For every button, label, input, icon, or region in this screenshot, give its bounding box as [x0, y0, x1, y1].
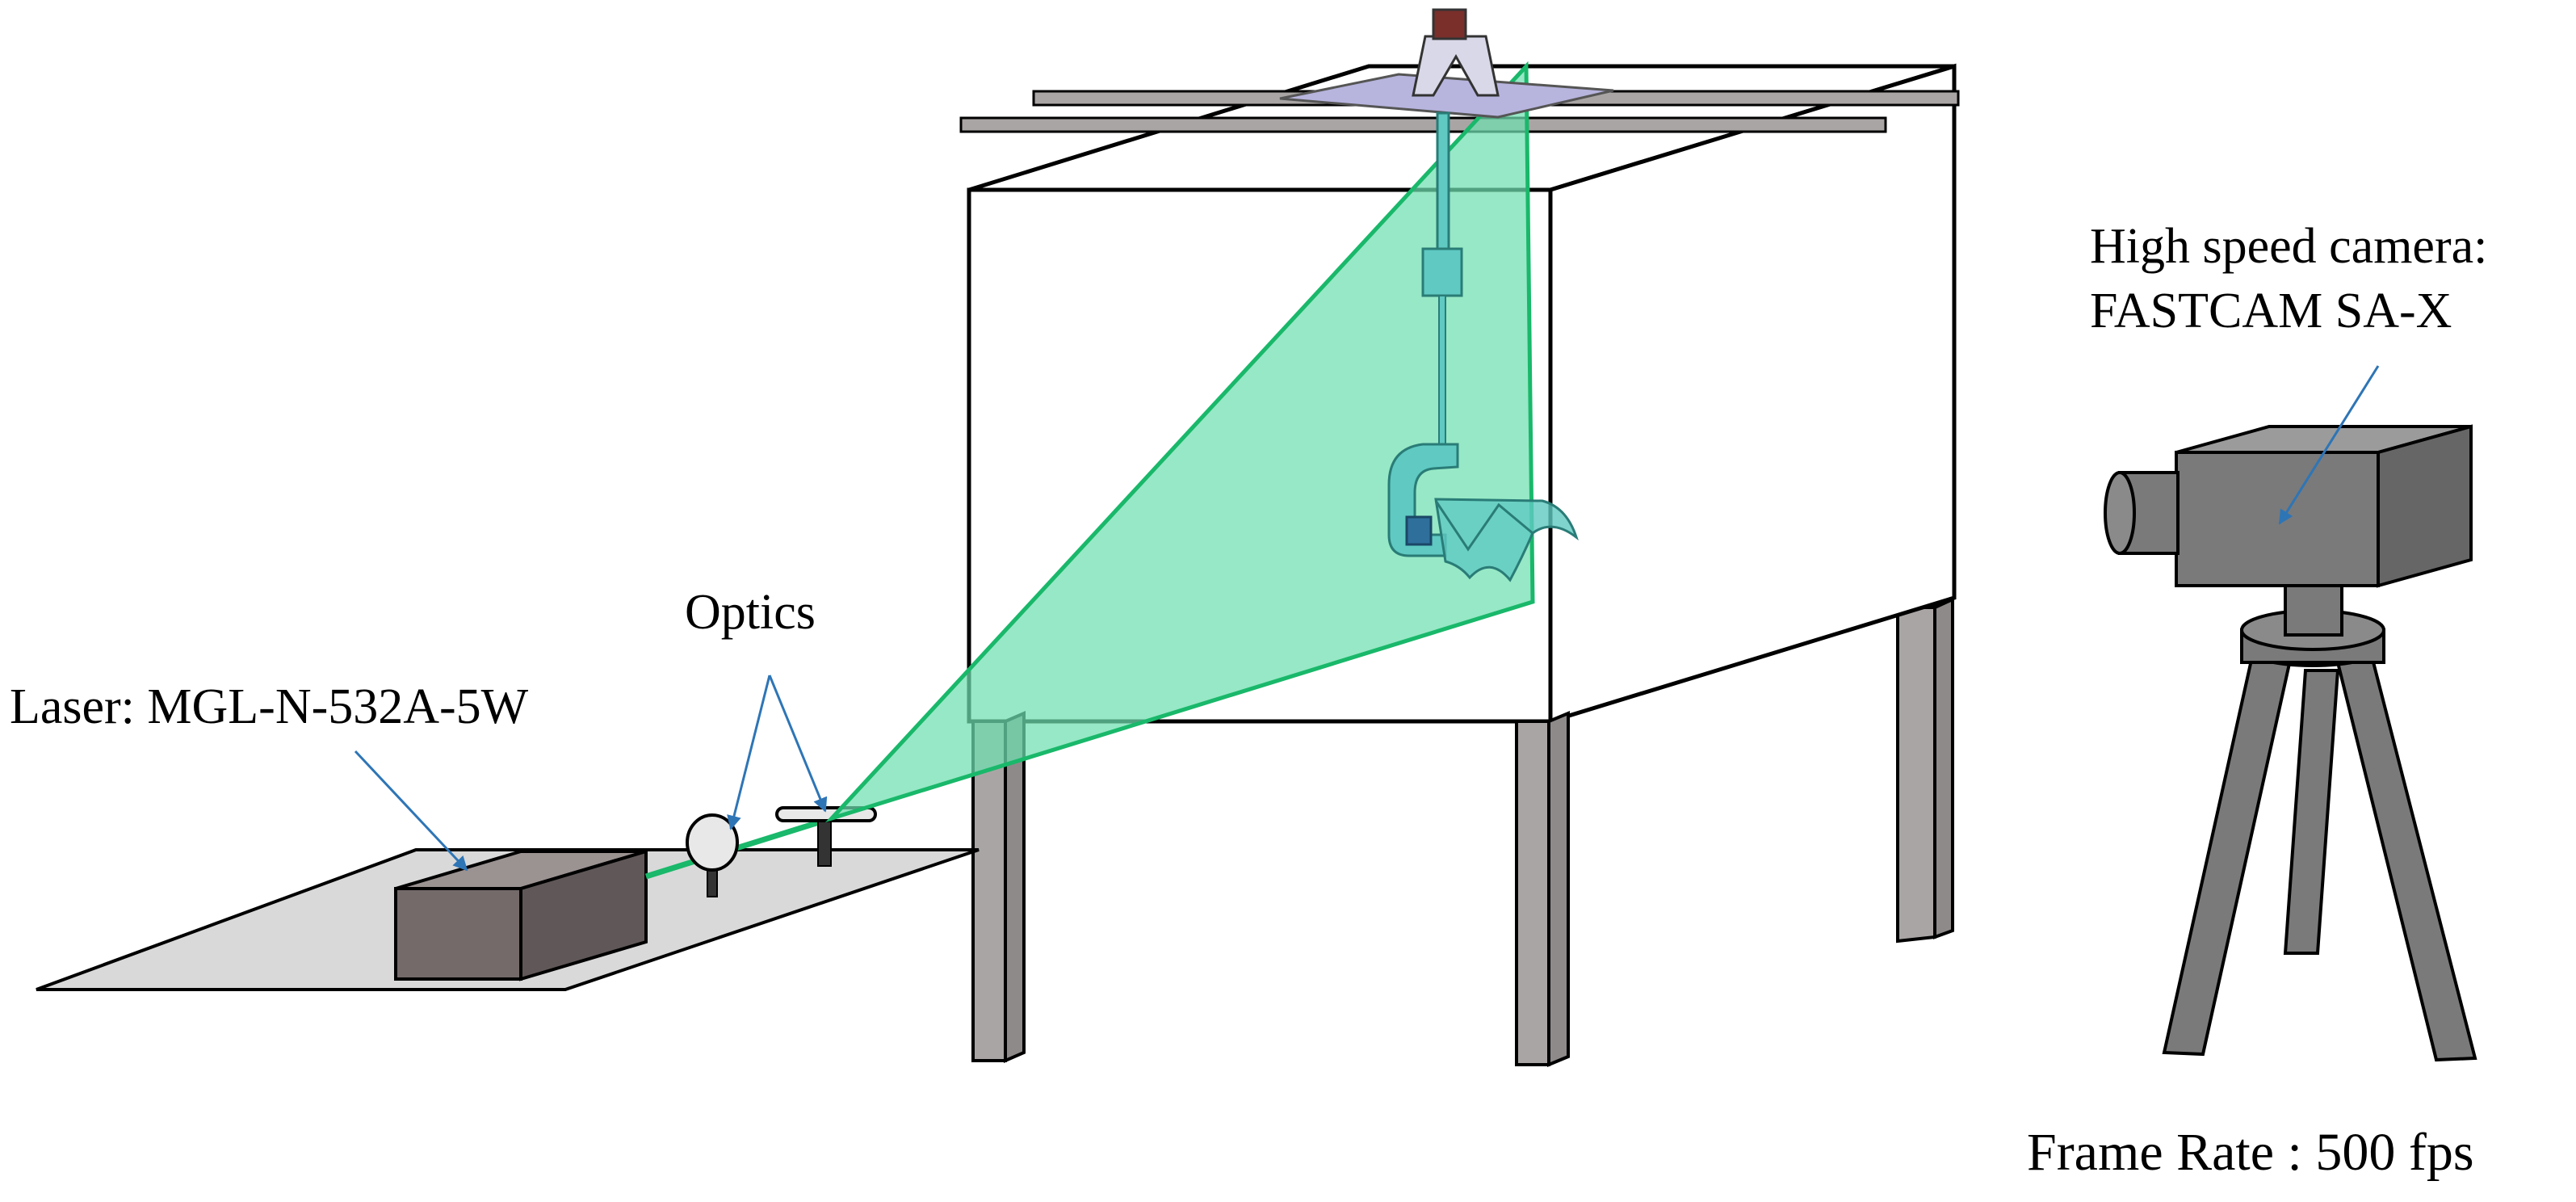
mount-plate [1279, 73, 1614, 119]
frame-rate-label: Frame Rate : 500 fps [2027, 1123, 2474, 1182]
optical-bench [36, 806, 980, 991]
camera-label-line1: High speed camera: [2090, 219, 2487, 274]
sting-rod [1436, 111, 1450, 256]
optics-label: Optics [685, 585, 816, 640]
load-cell [1421, 247, 1463, 297]
optics-arrow-cylinder [768, 675, 828, 813]
laser-beam [644, 815, 833, 880]
camera-label-line2: FASTCAM SA-X [2090, 284, 2452, 338]
annotation-arrows [354, 365, 2380, 872]
model-mount [1279, 8, 1614, 582]
motor [1432, 8, 1467, 40]
high-speed-camera [2104, 424, 2477, 1062]
back-leg [1896, 596, 1954, 944]
laser-box [394, 849, 648, 981]
optic-lens [686, 813, 739, 897]
laser-arrow [354, 750, 468, 872]
laser-sheet [824, 61, 1535, 823]
bat-wing [1434, 498, 1579, 582]
front-leg-right [1515, 711, 1570, 1067]
servo [1405, 515, 1433, 546]
camera-arrow [2278, 365, 2380, 525]
optics-arrow-lens [727, 675, 771, 830]
laser-label: Laser: MGL-N-532A-5W [10, 679, 529, 734]
